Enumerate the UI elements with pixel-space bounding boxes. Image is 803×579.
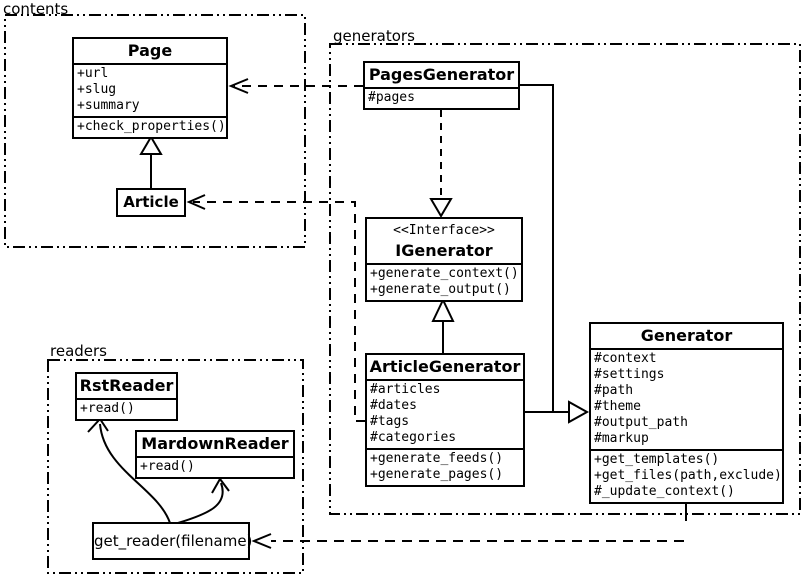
- package-generators-label: generators: [333, 27, 415, 45]
- uml-attribute: +url: [77, 66, 109, 81]
- get-reader-node: get_reader(filename): [92, 522, 252, 560]
- uml-attribute: +slug: [77, 82, 117, 97]
- uml-attribute: #pages: [368, 90, 415, 105]
- dependency-articlegenerator-to-article-arrowhead: [186, 194, 206, 210]
- dependency-generator-to-getreader-arrowhead: [251, 533, 272, 549]
- uml-method: +read(): [140, 459, 195, 474]
- class-pagesgenerator: PagesGenerator #pages: [363, 61, 520, 110]
- uml-attribute: #settings: [594, 367, 665, 382]
- class-generator-methods: +get_templates() +get_files(path,exclude…: [591, 449, 782, 502]
- uml-attribute: #dates: [370, 398, 417, 413]
- dependency-pagesgenerator-to-page-arrowhead: [228, 78, 249, 94]
- class-generator: Generator #context #settings #path #them…: [589, 322, 784, 504]
- uml-method: #_update_context(): [594, 484, 735, 499]
- package-readers-label: readers: [50, 342, 107, 360]
- uml-attribute: #articles: [370, 382, 441, 397]
- class-articlegenerator-attributes: #articles #dates #tags #categories: [367, 379, 523, 448]
- class-generator-attributes: #context #settings #path #theme #output_…: [591, 348, 782, 449]
- class-article-title: Article: [123, 193, 179, 211]
- class-articlegenerator-title: ArticleGenerator: [369, 357, 521, 376]
- uml-method: +generate_pages(): [370, 467, 504, 482]
- uml-attribute: #tags: [370, 414, 410, 429]
- uml-attribute: #output_path: [594, 415, 688, 430]
- inheritance-article-to-page-triangle: [139, 135, 163, 155]
- uml-method: +read(): [80, 401, 135, 416]
- uml-attribute: #categories: [370, 430, 457, 445]
- arrow-getreader-to-rstreader-curve: [99, 423, 171, 524]
- uml-attribute: +summary: [77, 98, 140, 113]
- class-rstreader-title: RstReader: [79, 376, 174, 395]
- class-generator-title: Generator: [640, 326, 733, 345]
- class-page: Page +url +slug +summary +check_properti…: [72, 37, 228, 139]
- uml-method: +get_files(path,exclude): [594, 468, 782, 483]
- inheritance-generator-triangle: [568, 400, 590, 424]
- arrow-getreader-to-mardownreader-curve: [177, 482, 224, 524]
- class-page-attributes: +url +slug +summary: [74, 63, 226, 116]
- class-rstreader: RstReader +read(): [75, 372, 178, 421]
- class-igenerator-header: <<Interface>> IGenerator: [367, 219, 521, 263]
- uml-method: +generate_context(): [370, 266, 519, 281]
- class-articlegenerator: ArticleGenerator #articles #dates #tags …: [365, 353, 525, 487]
- uml-attribute: #theme: [594, 399, 641, 414]
- class-igenerator-stereotype: <<Interface>>: [393, 223, 495, 238]
- package-contents-border: [4, 14, 306, 248]
- dependency-articlegenerator-to-article-line: [193, 201, 365, 422]
- class-mardownreader-title: MardownReader: [141, 434, 289, 453]
- class-igenerator-title: IGenerator: [395, 241, 493, 260]
- class-igenerator: <<Interface>> IGenerator +generate_conte…: [365, 217, 523, 302]
- class-pagesgenerator-title: PagesGenerator: [368, 65, 515, 84]
- uml-method: +generate_output(): [370, 282, 511, 297]
- inheritance-articlegenerator-to-igenerator-triangle: [431, 297, 455, 322]
- arrow-getreader-to-mardownreader-arrowhead: [211, 477, 230, 494]
- class-pagesgenerator-attributes: #pages: [365, 87, 518, 108]
- package-generators-border: [329, 43, 801, 515]
- uml-attribute: #markup: [594, 431, 649, 446]
- package-contents-label: contents: [3, 0, 69, 18]
- class-article: Article: [116, 188, 186, 217]
- uml-method: +get_templates(): [594, 452, 720, 467]
- realization-pagesgenerator-to-igenerator-triangle: [429, 198, 453, 218]
- class-articlegenerator-methods: +generate_feeds() +generate_pages(): [367, 448, 523, 485]
- class-rstreader-methods: +read(): [77, 398, 176, 419]
- class-mardownreader-methods: +read(): [137, 456, 293, 477]
- uml-method: +check_properties(): [77, 119, 226, 134]
- uml-method: +generate_feeds(): [370, 451, 504, 466]
- class-igenerator-methods: +generate_context() +generate_output(): [367, 263, 521, 300]
- package-readers-border: [47, 359, 304, 574]
- class-mardownreader: MardownReader +read(): [135, 430, 295, 479]
- uml-attribute: #path: [594, 383, 634, 398]
- uml-attribute: #context: [594, 351, 657, 366]
- inheritance-pagesgenerator-to-generator-line: [520, 84, 554, 412]
- class-page-title: Page: [127, 41, 173, 60]
- class-page-methods: +check_properties(): [74, 116, 226, 137]
